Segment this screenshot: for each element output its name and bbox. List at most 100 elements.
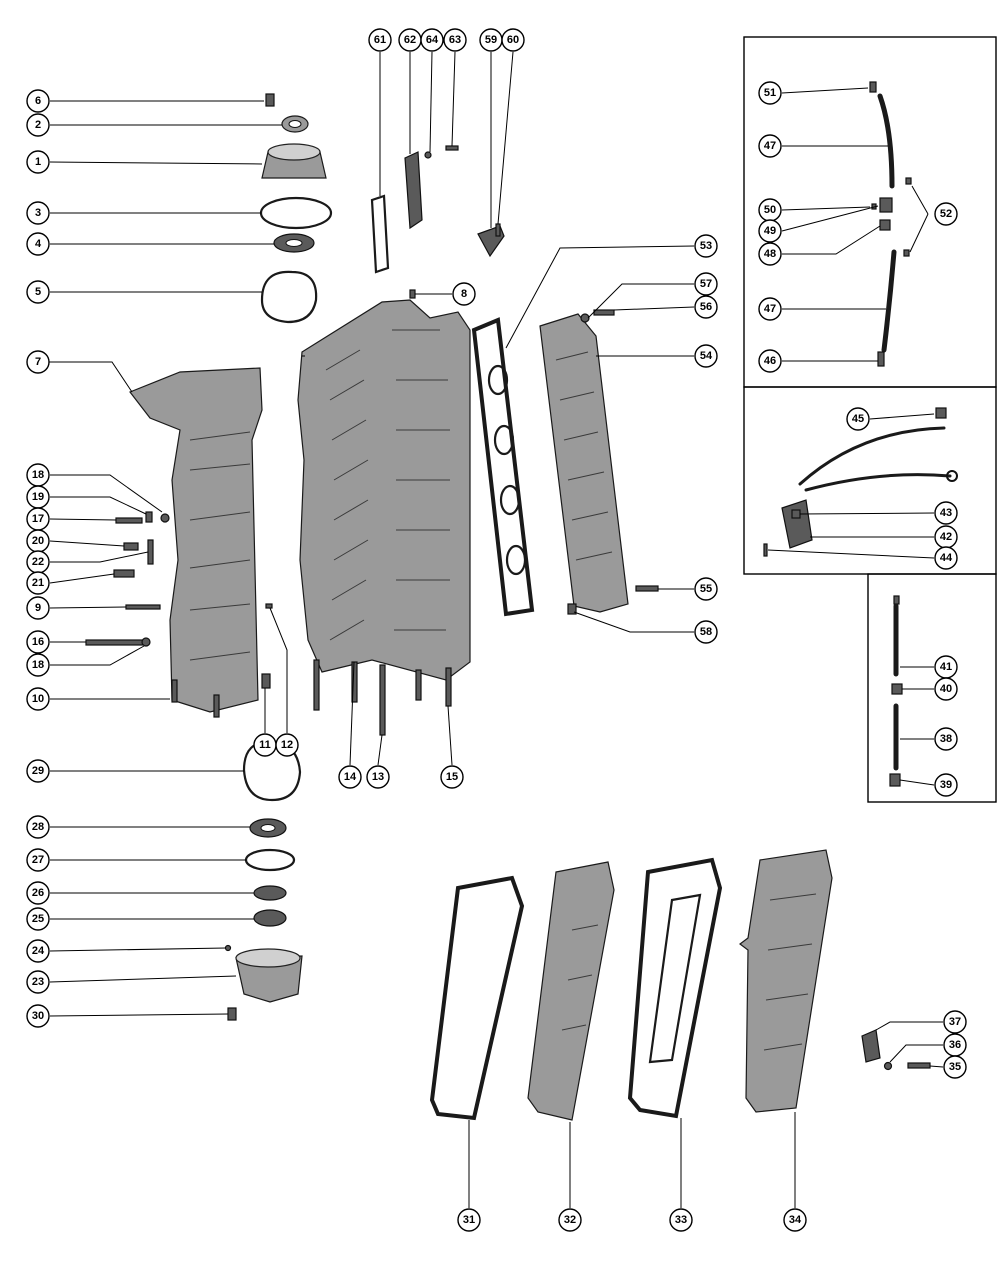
callout-23: 23 — [26, 970, 50, 994]
callout-28: 28 — [26, 815, 50, 839]
screw-45 — [935, 407, 947, 419]
callout-38: 38 — [934, 727, 958, 751]
callout-7: 7 — [26, 350, 50, 374]
gasket-61 — [370, 194, 390, 274]
svg-text:19: 19 — [32, 491, 44, 503]
pin-24 — [224, 944, 232, 952]
callout-14: 14 — [338, 765, 362, 789]
stud-block-a — [313, 659, 320, 711]
bearing-carrier-23-top — [235, 948, 301, 968]
screw-55 — [635, 585, 659, 592]
stud-10a — [171, 679, 178, 703]
svg-text:38: 38 — [940, 733, 952, 745]
callout-57: 57 — [694, 272, 718, 296]
nut-18 — [160, 513, 170, 523]
svg-text:17: 17 — [32, 513, 44, 525]
callout-62: 62 — [398, 28, 422, 52]
callout-61: 61 — [368, 28, 392, 52]
callout-22: 22 — [26, 550, 50, 574]
svg-text:33: 33 — [675, 1214, 687, 1226]
callout-8: 8 — [452, 282, 476, 306]
svg-text:24: 24 — [32, 945, 45, 957]
screw-21 — [113, 569, 135, 578]
inset-lower-parts — [889, 595, 903, 787]
inset-middle-parts — [763, 407, 958, 557]
head-gasket-53 — [471, 317, 535, 617]
hose-47a — [877, 93, 895, 189]
o-ring-27 — [244, 848, 296, 872]
svg-text:35: 35 — [949, 1061, 961, 1073]
callout-2: 2 — [26, 113, 50, 137]
svg-text:59: 59 — [485, 34, 497, 46]
callout-32: 32 — [558, 1208, 582, 1232]
callout-16: 16 — [26, 630, 50, 654]
callout-40: 40 — [934, 677, 958, 701]
callout-19: 19 — [26, 485, 50, 509]
exhaust-plate-32 — [527, 861, 615, 1121]
hose-47b — [881, 249, 897, 353]
callout-63: 63 — [443, 28, 467, 52]
svg-text:47: 47 — [764, 303, 776, 315]
svg-text:36: 36 — [949, 1039, 961, 1051]
seal-25 — [253, 909, 287, 927]
callout-44: 44 — [934, 546, 958, 570]
callout-1: 1 — [26, 150, 50, 174]
svg-text:40: 40 — [940, 683, 952, 695]
svg-text:45: 45 — [852, 413, 864, 425]
svg-text:7: 7 — [35, 356, 41, 368]
washer-64 — [424, 151, 432, 159]
svg-text:64: 64 — [426, 34, 439, 46]
callout-35: 35 — [943, 1055, 967, 1079]
fitting-51 — [869, 81, 877, 93]
stud-15 — [445, 667, 452, 707]
pin-44 — [763, 543, 768, 557]
svg-text:55: 55 — [700, 583, 712, 595]
tee-49 — [879, 197, 893, 213]
wire-b — [804, 473, 952, 492]
callout-12: 12 — [275, 733, 299, 757]
callout-47: 47 — [758, 134, 782, 158]
callout-36: 36 — [943, 1033, 967, 1057]
inset-box-fuel-lines — [743, 36, 997, 803]
screw-6 — [265, 93, 275, 107]
dowel-9 — [125, 604, 161, 610]
svg-text:15: 15 — [446, 771, 458, 783]
callout-49: 49 — [758, 219, 782, 243]
svg-text:61: 61 — [374, 34, 386, 46]
screw-43 — [791, 509, 801, 519]
svg-text:8: 8 — [461, 288, 467, 300]
svg-text:23: 23 — [32, 976, 44, 988]
callout-11: 11 — [253, 733, 277, 757]
lower-bearing-stack — [224, 740, 303, 1021]
fitting-48 — [879, 219, 891, 231]
callout-50: 50 — [758, 198, 782, 222]
callout-33: 33 — [669, 1208, 693, 1232]
plug-58 — [567, 603, 577, 615]
nut-18b — [141, 637, 151, 647]
svg-text:44: 44 — [940, 552, 953, 564]
svg-text:16: 16 — [32, 636, 44, 648]
svg-text:10: 10 — [32, 693, 44, 705]
bolt-16 — [85, 639, 149, 646]
callout-60: 60 — [501, 28, 525, 52]
svg-text:31: 31 — [463, 1214, 475, 1226]
svg-text:56: 56 — [700, 301, 712, 313]
callout-10: 10 — [26, 687, 50, 711]
svg-text:27: 27 — [32, 854, 44, 866]
svg-text:26: 26 — [32, 887, 44, 899]
callout-21: 21 — [26, 571, 50, 595]
svg-text:20: 20 — [32, 535, 44, 547]
svg-text:25: 25 — [32, 913, 44, 925]
stud-block-b — [351, 661, 358, 703]
svg-text:2: 2 — [35, 119, 41, 131]
fitting-top — [893, 595, 900, 605]
screw-20 — [123, 542, 139, 551]
callout-18b: 18 — [26, 653, 50, 677]
svg-text:58: 58 — [700, 626, 712, 638]
svg-text:28: 28 — [32, 821, 44, 833]
svg-text:29: 29 — [32, 765, 44, 777]
tee-40 — [891, 683, 903, 695]
pin-12 — [265, 603, 273, 609]
stud-14 — [415, 669, 422, 701]
crankcase-cover-7 — [129, 367, 263, 718]
